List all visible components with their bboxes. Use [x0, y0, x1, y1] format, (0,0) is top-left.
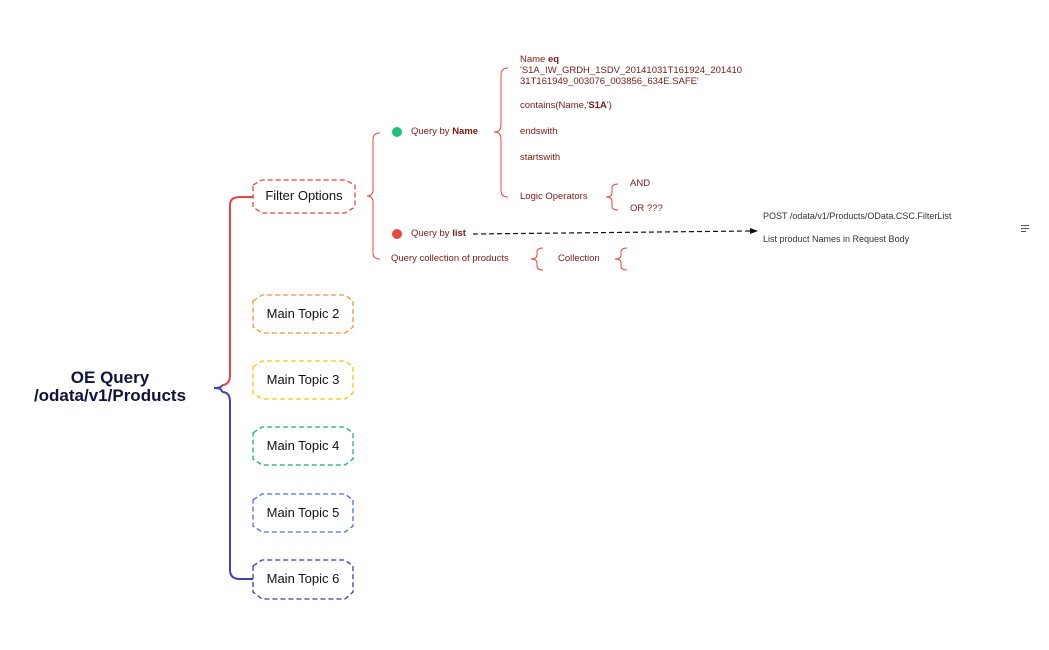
- menu-lines-icon[interactable]: [1021, 225, 1029, 232]
- option-name-eq[interactable]: Name eq 'S1A_IW_GRDH_1SDV_20141031T16192…: [520, 54, 743, 87]
- subtopic-query-collection[interactable]: Query collection of products: [391, 253, 509, 264]
- topic-main-topic-6[interactable]: Main Topic 6: [266, 571, 340, 586]
- topic-main-topic-5[interactable]: Main Topic 5: [266, 505, 340, 520]
- collection-brace: [614, 247, 628, 271]
- topic-shape-main-topic-5: [252, 493, 354, 533]
- topic-shape-main-topic-4: [252, 426, 354, 466]
- subtopic-query-by-name[interactable]: Query by Name: [411, 126, 479, 137]
- list-to-post-arrow: [472, 230, 751, 235]
- root-topic[interactable]: OE Query /odata/v1/Products: [20, 369, 200, 405]
- topic-shape-filter-options: [252, 179, 356, 214]
- topic-main-topic-4[interactable]: Main Topic 4: [266, 438, 340, 453]
- query-by-name-dot: [392, 127, 402, 137]
- option-startswith[interactable]: startswith: [520, 152, 561, 163]
- option-or[interactable]: OR ???: [630, 203, 663, 214]
- topic-shape-main-topic-3: [252, 360, 354, 400]
- subtopic-collection[interactable]: Collection: [558, 253, 600, 264]
- root-upper-branch: [221, 196, 253, 386]
- note-post-endpoint[interactable]: POST /odata/v1/Products/OData.CSC.Filter…: [763, 211, 952, 221]
- query-by-list-dot: [392, 229, 402, 239]
- topic-shape-main-topic-2: [252, 294, 354, 334]
- note-request-body[interactable]: List product Names in Request Body: [763, 234, 910, 244]
- root-title-line2: /odata/v1/Products: [33, 386, 187, 405]
- option-endswith[interactable]: endswith: [520, 126, 558, 137]
- option-contains[interactable]: contains(Name,'S1A'): [520, 100, 612, 111]
- option-and[interactable]: AND: [630, 178, 651, 189]
- arrow-head: [750, 228, 758, 234]
- root-lower-branch: [221, 391, 253, 580]
- query-collection-brace: [530, 247, 544, 271]
- topic-filter-options[interactable]: Filter Options: [265, 188, 343, 203]
- subtopic-query-by-list[interactable]: Query by list: [411, 228, 466, 239]
- logic-operators-brace: [605, 183, 619, 211]
- topic-main-topic-2[interactable]: Main Topic 2: [266, 306, 340, 321]
- root-title-line1: OE Query: [70, 368, 150, 387]
- root-brace-tip: [213, 384, 223, 393]
- option-logic-operators[interactable]: Logic Operators: [520, 191, 588, 202]
- topic-shape-main-topic-6: [252, 559, 354, 600]
- topic-main-topic-3[interactable]: Main Topic 3: [266, 372, 340, 387]
- name-options-brace: [493, 67, 509, 198]
- filter-options-brace: [366, 132, 381, 260]
